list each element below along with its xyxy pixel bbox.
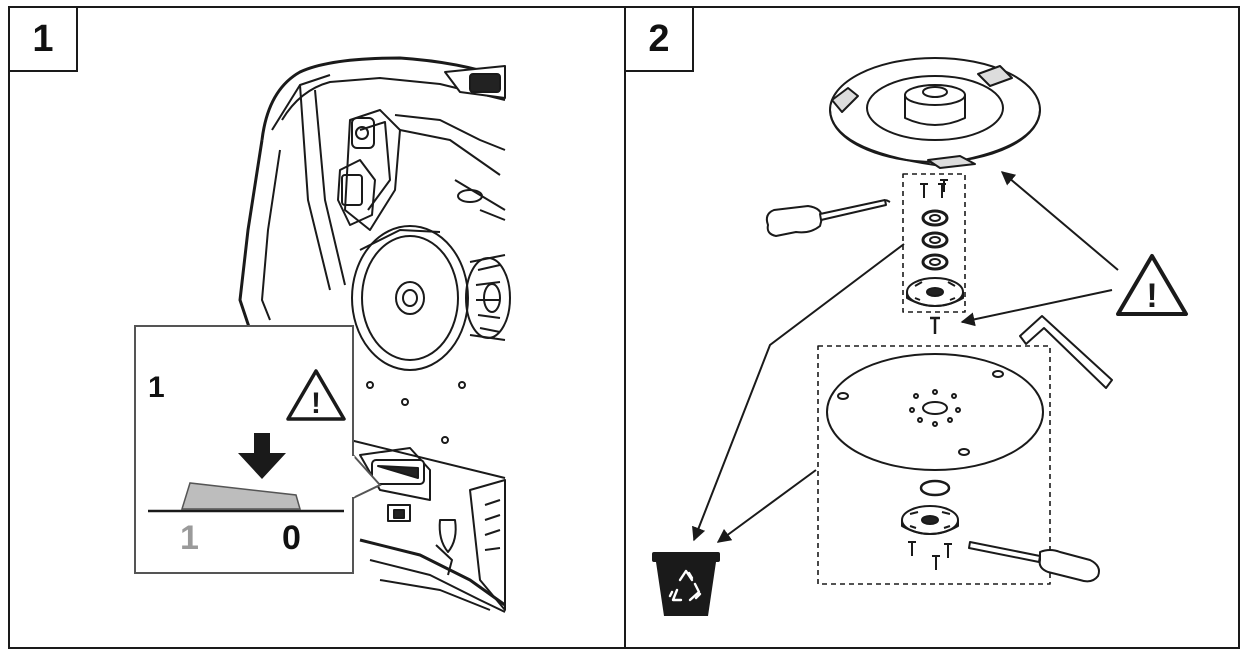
screwdriver-icon <box>968 541 1100 583</box>
panel-divider <box>624 6 626 649</box>
hub <box>906 277 964 307</box>
recycle-bin-icon <box>652 552 720 616</box>
step-1-badge: 1 <box>10 8 78 72</box>
bearings <box>921 209 949 271</box>
switch-off-label: 0 <box>282 519 301 557</box>
switch-on-label: 1 <box>180 519 199 557</box>
screwdriver-icon <box>765 199 891 237</box>
switch-callout: 1 ! 1 0 <box>134 325 354 574</box>
svg-text:!: ! <box>1146 277 1157 315</box>
small-screws <box>920 179 948 198</box>
power-switch-icon <box>148 482 344 513</box>
blade-disc <box>829 57 1041 169</box>
step-2-badge: 2 <box>626 8 694 72</box>
arrow-down-icon <box>238 433 286 479</box>
lower-hub <box>901 505 959 535</box>
callout-step-label: 1 <box>148 371 165 404</box>
guard-plate <box>826 353 1044 471</box>
allen-key-icon <box>1019 315 1113 389</box>
svg-text:!: ! <box>311 387 321 420</box>
warning-icon: ! <box>286 369 346 421</box>
warning-icon: ! <box>1116 254 1188 316</box>
